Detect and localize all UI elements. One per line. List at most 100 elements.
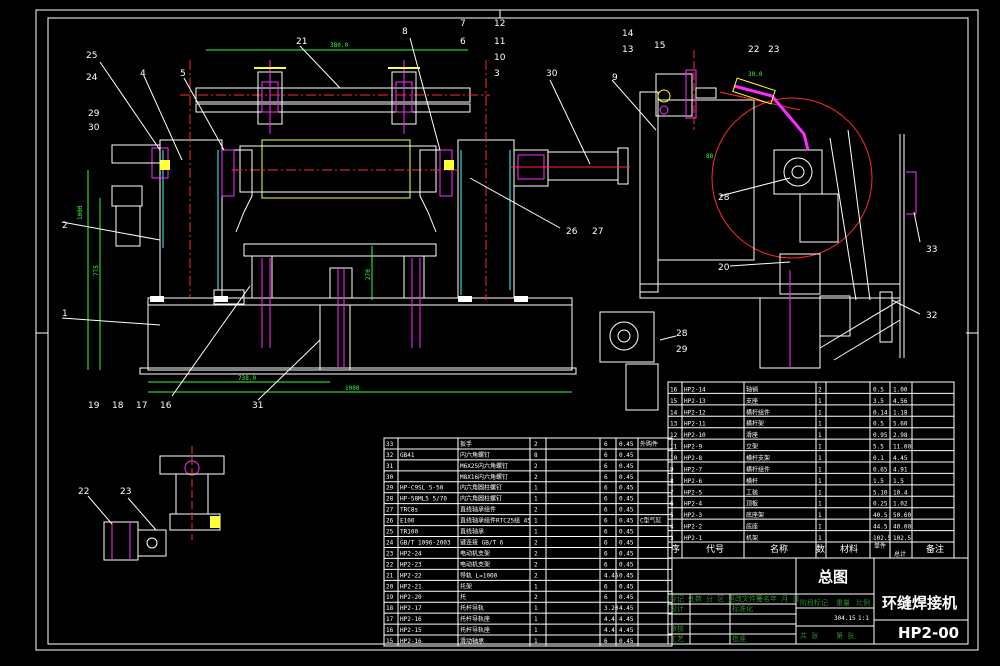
bom-header-qty: 数 (816, 543, 825, 555)
bom-cell-name: 电动机支架 (460, 560, 490, 568)
bom-cell-unit: 3.20 (604, 605, 619, 612)
bom-cell-total: 11.00 (893, 444, 911, 451)
bom-cell-code: HP2-3 (684, 512, 702, 519)
bom-cell-seq: 23 (386, 550, 394, 557)
bom-cell-seq: 15 (670, 398, 678, 405)
bom-cell-code: HP-58ML5 5/70 (400, 496, 447, 503)
bom-cell-seq: 4 (670, 524, 674, 531)
balloon: 22 (748, 45, 759, 55)
front-view: 380.0 738.0 1000 1000 775 270 (61, 37, 630, 401)
bom-cell-total: 4.45 (619, 627, 634, 634)
bom-cell-unit: 6 (604, 550, 608, 557)
side-balloons: 14 13 15 22 23 9 28 20 33 32 28 29 (612, 29, 937, 355)
bom-cell-unit: 5.10 (873, 489, 888, 496)
bom-cell-code: HP2-14 (684, 386, 706, 393)
bom-cell-code: HP2-22 (400, 572, 422, 579)
dim-top: 380.0 (330, 42, 348, 49)
bom-cell-name: 托杆导轨座 (460, 615, 490, 623)
bom-cell-seq: 22 (386, 561, 394, 568)
bom-header-seq: 序 (671, 543, 680, 555)
bom-cell-unit: 3.5 (873, 398, 884, 405)
dim-base-left: 738.0 (238, 375, 256, 382)
bom-cell-qty: 1 (818, 398, 822, 405)
bom-cell-name: 托架 (460, 582, 472, 590)
bom-cell-seq: 14 (670, 409, 678, 416)
balloon: 30 (88, 123, 100, 133)
balloon: 4 (140, 69, 146, 79)
bom-cell-qty: 1 (534, 496, 538, 503)
bom-cell-total: 10.4 (893, 489, 908, 496)
base-body (147, 297, 573, 371)
bom-cell-code: HP2-13 (684, 398, 706, 405)
bom-cell-total: 4.56 (893, 398, 908, 405)
balloon: 28 (718, 193, 730, 203)
balloon: 26 (566, 227, 578, 237)
bom-cell-seq: 26 (386, 518, 394, 525)
bom-cell-name: 轴销 (746, 385, 758, 393)
bom-cell-name: 滑动轴承 (460, 637, 484, 645)
tb-label: 处数 (688, 594, 702, 603)
detail-view: 22 23 (78, 446, 225, 561)
bom-cell-unit: 6 (604, 496, 608, 503)
bom-cell-code: HP2-21 (400, 583, 422, 590)
bom-cell-seq: 30 (386, 474, 394, 481)
dim-angle: 30.0 (748, 71, 763, 78)
outer-frame (35, 9, 979, 651)
bom-cell-seq: 7 (670, 489, 674, 496)
bom-cell-qty: 1 (818, 524, 822, 531)
bom-cell-code: HP2-16 (400, 638, 422, 645)
bom-cell-qty: 1 (818, 409, 822, 416)
balloon: 22 (78, 487, 89, 497)
bom-cell-name: 横杆组件 (746, 408, 770, 416)
bom-cell-total: 4.91 (893, 466, 908, 473)
bom-cell-name: 扳手 (460, 440, 472, 448)
bom-cell-qty: 1 (818, 455, 822, 462)
bom-cell-total: 0.45 (619, 572, 634, 579)
tb-label: 分 区 (706, 594, 724, 603)
bom-cell-code: HP2-20 (400, 594, 422, 601)
bom-cell-seq: 9 (670, 466, 674, 473)
balloon: 21 (296, 37, 307, 47)
bom-cell-qty: 1 (534, 518, 538, 525)
bom-cell-name: 横杆组件 (746, 465, 770, 473)
bom-cell-unit: 6 (604, 518, 608, 525)
bom-cell-total: 4.45 (893, 455, 908, 462)
bom-cell-unit: 1.5 (873, 478, 884, 485)
balloon: 23 (120, 487, 131, 497)
bom-cell-name: 内六角圆柱螺钉 (460, 484, 502, 492)
front-balloons: 25 24 29 30 4 5 21 8 7 6 12 11 10 3 30 2… (62, 19, 603, 411)
bom-cell-total: 0.45 (619, 463, 634, 470)
bom-cell-unit: 6 (604, 507, 608, 514)
bom-cell-seq: 15 (386, 638, 394, 645)
bom-cell-name: 机架 (746, 534, 758, 542)
bom-cell-unit: 44.5 (873, 524, 888, 531)
machine-name: 环缝焊接机 (882, 594, 957, 612)
bom-cell-qty: 2 (534, 572, 538, 579)
gear-detail (599, 311, 677, 411)
bom-cell-name: 电动机支架 (460, 549, 490, 557)
bom-cell-name: 托 (460, 593, 466, 601)
bom-cell-total: 0.45 (619, 638, 634, 645)
bom-cell-total: 50.60 (893, 512, 911, 519)
bom-cell-total: 0.45 (619, 452, 634, 459)
bom-cell-unit: 6 (604, 474, 608, 481)
bom-cell-qty: 2 (534, 594, 538, 601)
bom-cell-unit: 6 (604, 539, 608, 546)
bom-cell-qty: 1 (534, 638, 538, 645)
balloon: 19 (88, 401, 100, 411)
bom-cell-name: 支座 (746, 397, 758, 405)
tb-label: 标准化 (732, 604, 753, 613)
balloon: 2 (62, 221, 68, 231)
bom-cell-code: GB41 (400, 452, 415, 459)
tb-label: 签名 (756, 594, 770, 603)
bom-cell-name: 立架 (746, 443, 758, 451)
bom-cell-total: 1.02 (893, 501, 908, 508)
bom-cell-name: 顶板 (746, 500, 758, 508)
bom-right-table (667, 381, 955, 559)
bom-cell-name: M8X16内六角螺钉 (460, 473, 508, 481)
tb-label: 工艺 (670, 635, 684, 643)
tb-label: 更改文件号 (728, 594, 763, 603)
bom-cell-seq: 16 (670, 386, 678, 393)
bom-cell-total: 0.45 (619, 485, 634, 492)
